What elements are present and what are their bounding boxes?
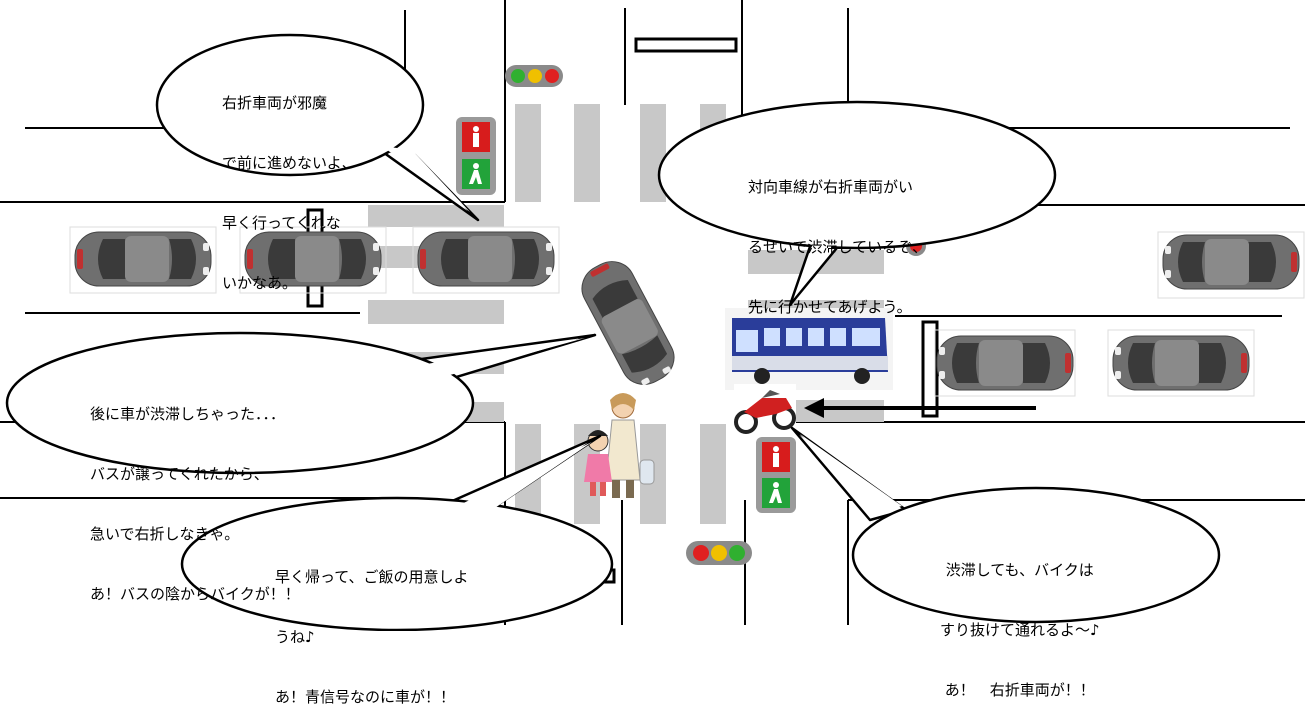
pedestrian-signal-north <box>456 117 496 195</box>
bubble-line: 後に車が渋滞しちゃった．．． <box>90 405 286 423</box>
motorbike <box>734 384 796 436</box>
bubble-line: 対向車線が右折車両がい <box>748 178 914 196</box>
bubble-line: 早く帰って、ご飯の用意しよ <box>275 568 469 586</box>
bus <box>725 308 893 390</box>
bubble-text-top-right: 対向車線が右折車両がい るせいで渋滞しているぞ、 先に行かせてあげよう。 <box>748 137 927 337</box>
bubble-line: バスが譲ってくれたから、 <box>90 465 269 483</box>
bubble-line: 渋滞しても、バイクは <box>945 561 1094 579</box>
car-east-queue-1 <box>934 329 1076 397</box>
bubble-line: で前に進めないよ、 <box>222 154 357 172</box>
bubble-line: あ！青信号なのに車が！！ <box>275 688 456 706</box>
car-westbound-3 <box>412 226 560 294</box>
intersection-diagram <box>0 0 1305 631</box>
car-westbound-1 <box>69 226 217 294</box>
bubble-text-bottom-right: 渋滞しても、バイクは すり抜けて通れるよ～♪ あ！ 右折車両が！！ <box>940 520 1100 720</box>
bubble-line: うね♪ <box>275 628 315 646</box>
speech-bubble-bottom-right <box>790 426 1221 624</box>
motorbike-direction-arrow <box>804 398 1036 418</box>
bubble-line: すり抜けて通れるよ～♪ <box>940 621 1100 639</box>
traffic-signal-north <box>505 65 563 87</box>
bubble-line: いかなあ。 <box>222 274 298 292</box>
car-east-queue-2 <box>1107 329 1255 397</box>
speech-bubble-top-left <box>155 33 480 222</box>
car-westbound-2 <box>239 226 387 294</box>
pedestrian-mother-child <box>584 393 655 498</box>
speech-bubble-bottom-center <box>180 434 614 631</box>
bubble-line: 先に行かせてあげよう。 <box>748 298 912 316</box>
bubble-line: あ！ 右折車両が！！ <box>944 681 1095 699</box>
bubble-line: 急いで右折しなきゃ。 <box>90 525 240 543</box>
pedestrian-signal-south <box>756 437 796 513</box>
bubble-text-middle-left: 後に車が渋滞しちゃった．．． バスが譲ってくれたから、 急いで右折しなきゃ。 あ… <box>90 364 300 624</box>
bubble-text-top-left: 右折車両が邪魔 で前に進めないよ、 早く行ってくれな いかなあ。 <box>222 53 357 313</box>
speech-bubble-top-right <box>657 100 1057 307</box>
bubble-line: あ！バスの陰からバイクが！！ <box>90 585 300 603</box>
car-east-far <box>1157 231 1305 299</box>
bubble-line: 早く行ってくれな <box>222 214 341 232</box>
bubble-line: るせいで渋滞しているぞ、 <box>748 238 928 256</box>
speech-bubble-middle-left <box>5 331 597 475</box>
car-turning-right <box>573 252 683 394</box>
traffic-signal-south <box>686 541 752 565</box>
bubble-line: 右折車両が邪魔 <box>222 94 328 112</box>
bubble-text-bottom-center: 早く帰って、ご飯の用意しよ うね♪ あ！青信号なのに車が！！ <box>275 527 469 727</box>
